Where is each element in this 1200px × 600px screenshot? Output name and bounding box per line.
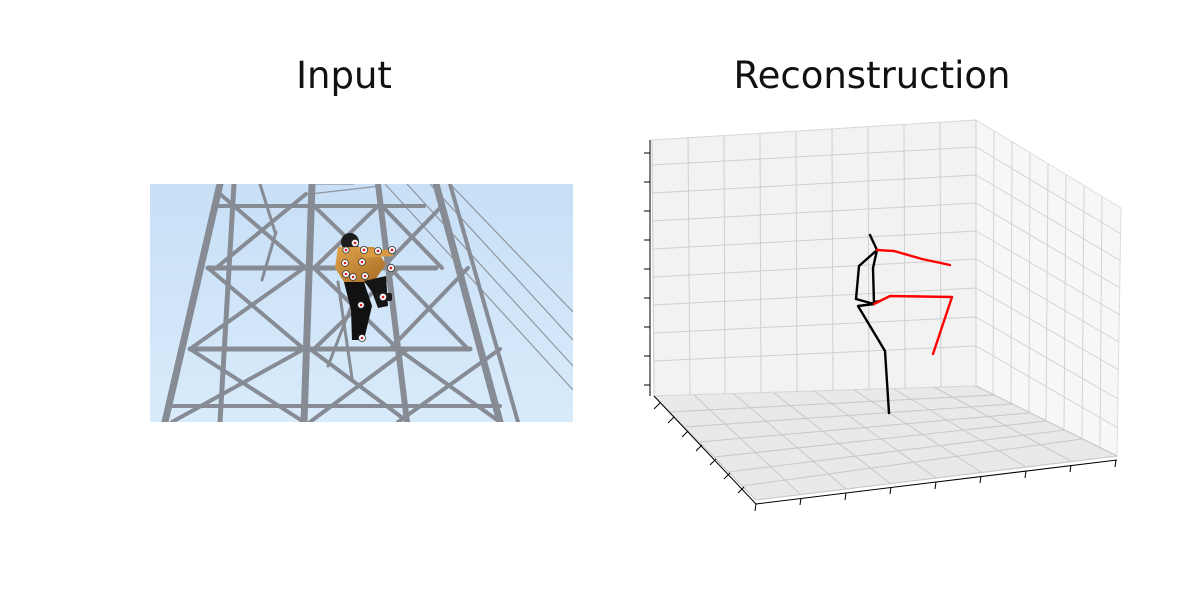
transmission-tower bbox=[161, 184, 520, 422]
side-wall-grid bbox=[975, 130, 1122, 449]
floor-grid bbox=[653, 385, 1118, 501]
reconstruction-plot bbox=[630, 110, 1140, 520]
input-photo bbox=[150, 184, 573, 422]
skeleton-black bbox=[854, 233, 891, 415]
back-wall-pane bbox=[651, 119, 977, 397]
input-panel-title: Input bbox=[296, 54, 392, 97]
back-wall-grid bbox=[651, 120, 977, 397]
keypoints bbox=[341, 239, 396, 342]
axis-ticks bbox=[644, 152, 1117, 512]
skeleton-red bbox=[872, 248, 954, 356]
reconstruction-panel-title: Reconstruction bbox=[733, 54, 1011, 97]
axis-lines bbox=[649, 140, 1118, 505]
keypoint-centers bbox=[343, 241, 394, 340]
